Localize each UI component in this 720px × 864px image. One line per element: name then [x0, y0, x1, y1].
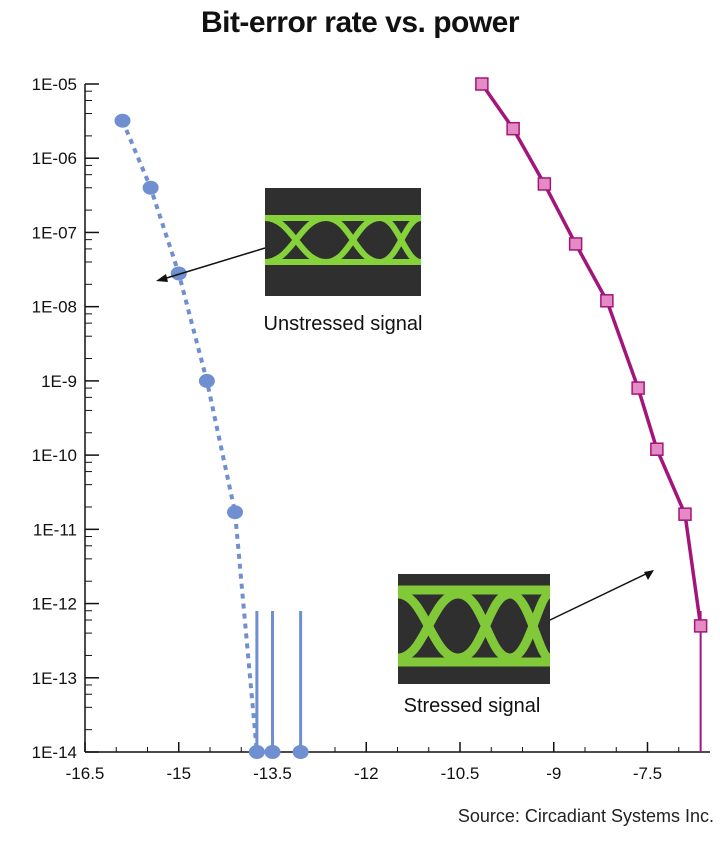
x-tick-label: -12 — [354, 764, 379, 783]
data-point-stressed — [475, 77, 489, 91]
data-point-stressed — [678, 507, 692, 521]
data-point-stressed — [568, 237, 583, 251]
x-tick-label: -15 — [166, 764, 191, 783]
series-stressed — [475, 77, 708, 752]
arrow-stressed — [549, 571, 651, 621]
data-point-unstressed — [198, 373, 215, 388]
data-point-stressed — [631, 381, 645, 395]
data-point-unstressed — [248, 745, 265, 759]
data-point-stressed — [600, 294, 614, 308]
y-tick-label: 1E-11 — [33, 520, 77, 539]
arrow-unstressed — [159, 247, 266, 281]
data-point-unstressed — [170, 266, 187, 281]
data-point-unstressed — [264, 745, 281, 759]
axes: 1E-05 1E-06 1E-07 1E-08 1E-9 1E-10 1E-11 1E-12 1… — [32, 75, 710, 783]
data-point-unstressed — [114, 113, 131, 128]
data-point-stressed — [693, 619, 708, 633]
inset-stressed: Stressed signal — [397, 570, 654, 717]
series-line-stressed — [480, 82, 703, 627]
eye-pattern-unstressed — [264, 214, 422, 266]
x-tick-label: -10.5 — [441, 764, 480, 783]
label-unstressed: Unstressed signal — [264, 313, 423, 335]
y-tick-label: 1E-05 — [32, 75, 77, 94]
x-tick-label: -13.5 — [253, 764, 292, 783]
y-tick-label: 1E-07 — [32, 223, 77, 242]
y-tick-label: 1E-9 — [41, 372, 77, 391]
x-tick-label: -9 — [546, 764, 561, 783]
eye-pattern-stressed — [397, 585, 553, 667]
x-tick-label: -7.5 — [633, 764, 662, 783]
source-note: Source: Circadiant Systems Inc. — [457, 806, 714, 826]
series-line-unstressed — [120, 119, 259, 753]
y-tick-label: 1E-14 — [32, 743, 77, 762]
data-point-stressed — [650, 442, 664, 456]
data-point-stressed — [537, 177, 552, 191]
data-point-unstressed — [292, 745, 309, 759]
data-point-unstressed — [227, 505, 243, 520]
x-tick-label: -16.5 — [66, 764, 105, 783]
data-point-unstressed — [142, 180, 159, 195]
arrowhead-unstressed — [156, 274, 168, 282]
y-tick-label: 1E-12 — [32, 595, 77, 614]
arrowhead-stressed — [644, 570, 654, 580]
chart-title: Bit-error rate vs. power — [200, 6, 520, 39]
inset-unstressed: Unstressed signal — [156, 188, 422, 335]
y-tick-label: 1E-08 — [32, 298, 77, 317]
y-tick-label: 1E-10 — [32, 446, 77, 465]
y-tick-label: 1E-13 — [32, 669, 77, 688]
label-stressed: Stressed signal — [404, 695, 541, 717]
y-tick-label: 1E-06 — [32, 149, 77, 168]
series-unstressed — [114, 113, 309, 759]
data-point-stressed — [506, 121, 520, 136]
